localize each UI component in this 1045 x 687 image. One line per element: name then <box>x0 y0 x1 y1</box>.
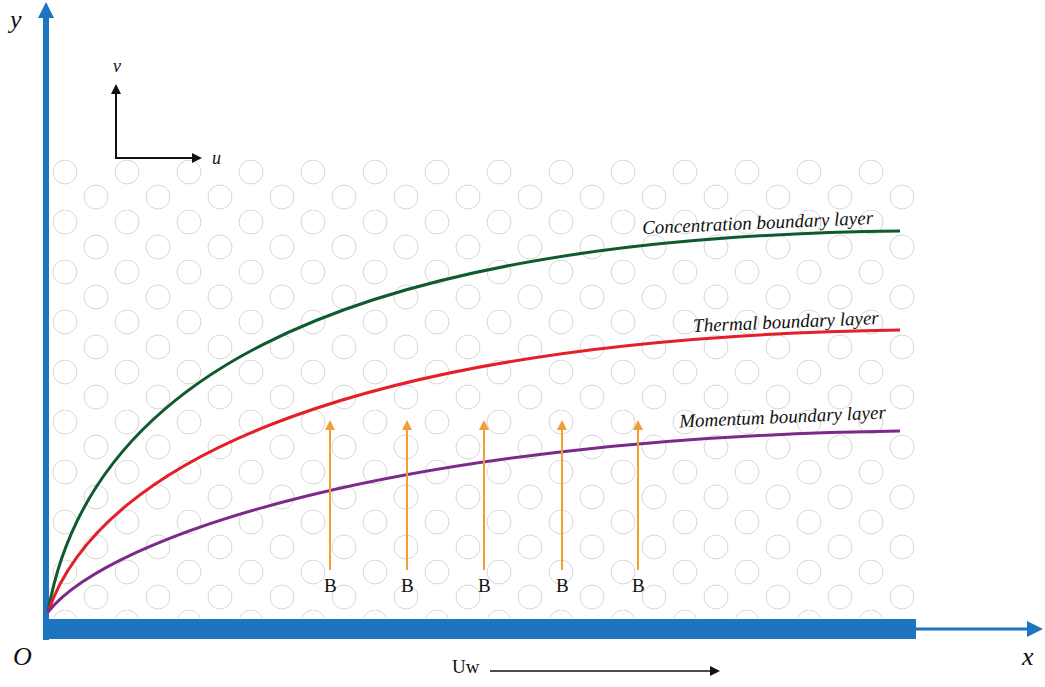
field-arrow <box>561 422 563 570</box>
field-label: B <box>478 576 491 595</box>
velocity-label: Uw <box>452 657 479 676</box>
y-axis-head <box>38 2 54 18</box>
field-label: B <box>324 576 337 595</box>
concentration-curve <box>48 231 900 612</box>
field-label: B <box>401 576 414 595</box>
momentum-curve <box>48 431 900 612</box>
field-arrow <box>406 422 408 570</box>
stretching-sheet <box>43 619 916 639</box>
v-direction <box>115 86 117 158</box>
field-label: B <box>632 576 645 595</box>
u-direction <box>115 157 200 159</box>
field-arrow <box>329 422 331 570</box>
wall-velocity-arrow <box>490 670 718 672</box>
field-label: B <box>556 576 569 595</box>
field-arrow <box>483 422 485 570</box>
axis-label: v <box>113 57 121 75</box>
origin-label: O <box>13 644 32 670</box>
axis-label: x <box>1022 644 1034 670</box>
x-axis <box>915 628 1030 631</box>
axis-label: u <box>212 149 221 167</box>
y-axis <box>43 14 49 640</box>
axis-label: y <box>10 7 22 33</box>
field-arrow <box>637 422 639 570</box>
porous-medium <box>50 160 918 618</box>
thermal-curve <box>48 330 900 612</box>
x-axis-head <box>1027 621 1043 637</box>
